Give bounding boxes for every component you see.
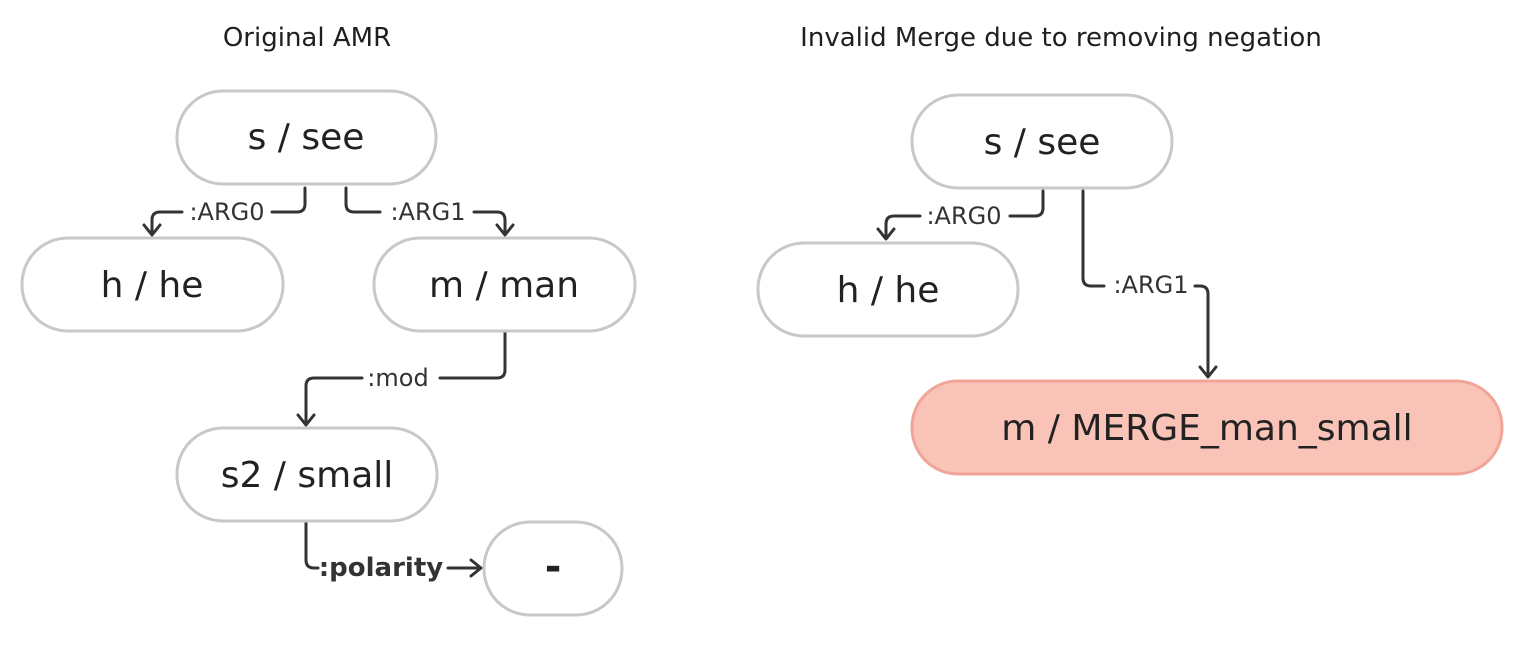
left-node-negation: -	[482, 520, 624, 617]
left-edge-polarity-label: :polarity	[319, 553, 443, 583]
arrow-head	[1198, 365, 1218, 379]
right-edge-arg1: :ARG1	[1081, 189, 1218, 379]
left-panel: Original AMR :ARG0 :ARG1 :mod :po	[20, 23, 637, 617]
right-edge-arg0: :ARG0	[876, 189, 1045, 241]
svg-text:s / see: s / see	[984, 122, 1101, 163]
svg-text:-: -	[545, 544, 562, 590]
left-edge-mod-label: :mod	[367, 364, 428, 392]
arrow-head	[876, 227, 896, 241]
left-edge-arg0: :ARG0	[142, 186, 307, 237]
right-node-see: s / see	[910, 93, 1174, 190]
right-node-merged: m / MERGE_man_small	[910, 379, 1504, 476]
svg-text:s2 / small: s2 / small	[221, 455, 394, 496]
left-node-small: s2 / small	[175, 426, 439, 523]
left-node-he: h / he	[20, 236, 285, 333]
left-edge-arg0-label: :ARG0	[189, 198, 264, 226]
right-panel-title: Invalid Merge due to removing negation	[800, 23, 1322, 53]
arrow-head	[142, 223, 162, 237]
left-panel-title: Original AMR	[223, 23, 391, 53]
right-panel: Invalid Merge due to removing negation :…	[756, 23, 1504, 476]
svg-text:m / man: m / man	[429, 265, 579, 306]
left-node-see: s / see	[175, 89, 438, 186]
svg-text:h / he: h / he	[837, 270, 940, 311]
right-node-he: h / he	[756, 241, 1020, 338]
svg-text:s / see: s / see	[248, 117, 365, 158]
left-edge-arg1: :ARG1	[344, 186, 515, 237]
arrow-head	[296, 413, 316, 427]
left-node-man: m / man	[372, 236, 637, 333]
left-edge-arg1-label: :ARG1	[390, 198, 465, 226]
arrow-head	[469, 558, 483, 578]
left-edge-mod: :mod	[296, 331, 507, 427]
right-edge-arg0-label: :ARG0	[926, 202, 1001, 230]
arrow-head	[495, 223, 515, 237]
svg-text:m / MERGE_man_small: m / MERGE_man_small	[1001, 408, 1412, 449]
left-edge-polarity: :polarity	[304, 520, 483, 583]
right-edge-arg1-label: :ARG1	[1113, 271, 1188, 299]
svg-text:h / he: h / he	[101, 265, 204, 306]
